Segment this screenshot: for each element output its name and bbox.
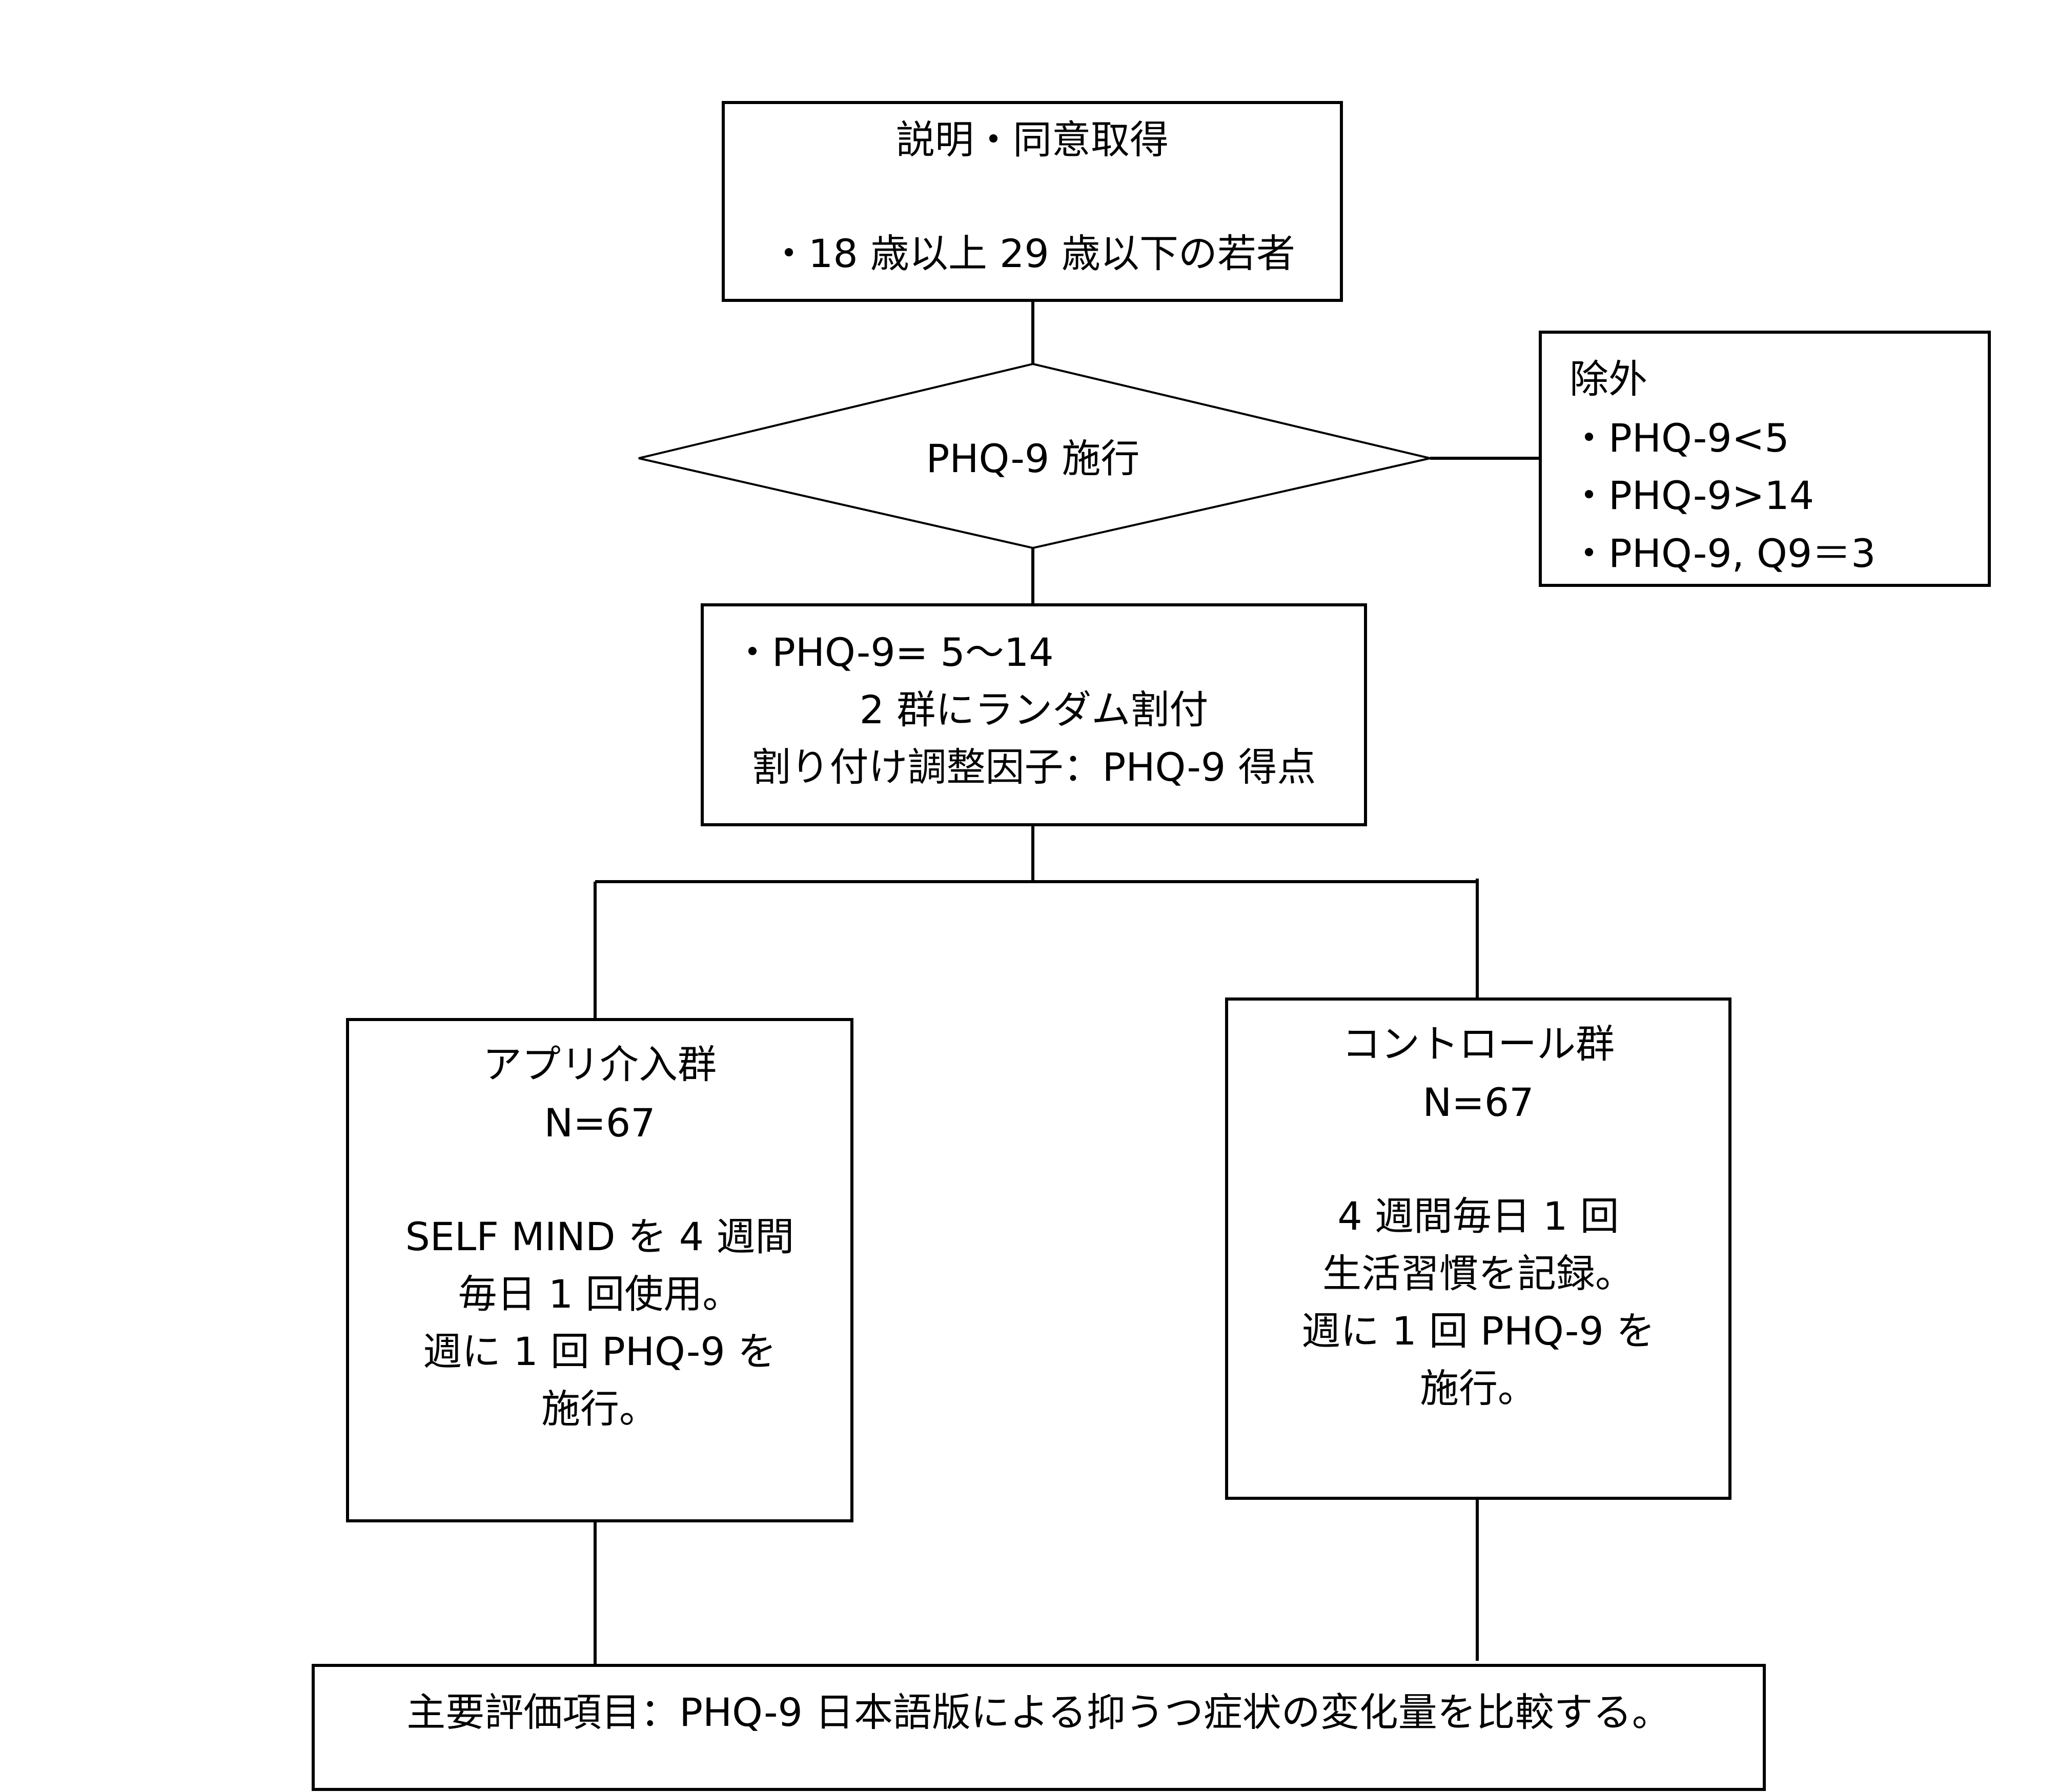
outcome-box — [312, 1664, 1766, 1791]
consent-box — [722, 101, 1343, 302]
outcome-text: 主要評価項目：PHQ-9 日本語版による抑うつ症状の変化量を比較する。 — [406, 1689, 1671, 1735]
intervention-line-4: 施行。 — [541, 1386, 658, 1432]
control-box — [1225, 997, 1731, 1500]
intervention-line-3: 週に 1 回 PHQ-9 を — [423, 1329, 777, 1374]
exclusion-item-3: ・PHQ-9, Q9＝3 — [1570, 531, 1876, 576]
control-line-3: 週に 1 回 PHQ-9 を — [1301, 1308, 1655, 1354]
control-line-1: 4 週間毎日 1 回 — [1337, 1193, 1619, 1239]
exclusion-item-2: ・PHQ-9>14 — [1570, 473, 1815, 518]
consent-title: 説明・同意取得 — [896, 117, 1169, 162]
exclusion-box — [1539, 331, 1991, 587]
control-n: N=67 — [1422, 1080, 1534, 1125]
intervention-title: アプリ介入群 — [483, 1042, 717, 1087]
intervention-line-1: SELF MIND を 4 週間 — [405, 1214, 794, 1259]
exclusion-title: 除外 — [1570, 356, 1647, 402]
intervention-box — [346, 1018, 853, 1522]
intervention-line-2: 毎日 1 回使用。 — [458, 1271, 742, 1317]
randomization-condition: ・PHQ-9= 5～14 — [733, 629, 1054, 675]
randomization-allocation: 2 群にランダム割付 — [859, 687, 1209, 732]
control-line-2: 生活習慣を記録。 — [1322, 1251, 1634, 1296]
screening-label: PHQ-9 施行 — [926, 436, 1140, 481]
intervention-n: N=67 — [544, 1100, 656, 1146]
screening-diamond-shape — [638, 362, 1431, 549]
randomization-box — [701, 603, 1367, 826]
consent-criteria: ・18 歳以上 29 歳以下の若者 — [769, 231, 1295, 276]
randomization-adjustment: 割り付け調整因子：PHQ-9 得点 — [751, 744, 1316, 790]
exclusion-item-1: ・PHQ-9<5 — [1570, 415, 1789, 461]
control-line-4: 施行。 — [1420, 1366, 1537, 1411]
control-title: コントロール群 — [1342, 1021, 1615, 1067]
